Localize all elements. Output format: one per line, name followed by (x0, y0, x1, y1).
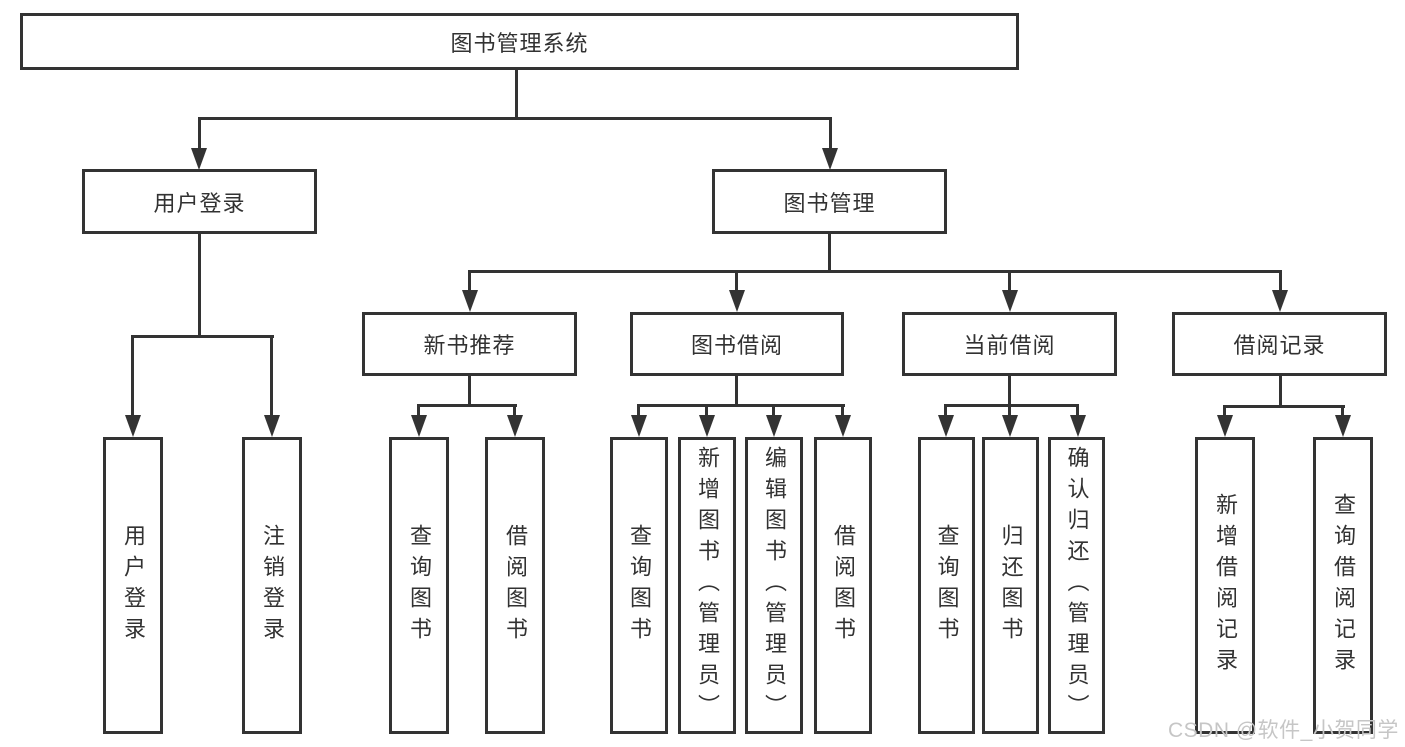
connector-line (198, 117, 201, 151)
arrow-down-icon (822, 148, 838, 170)
leaf-logout: 注销登录 (242, 437, 302, 734)
arrow-down-icon (766, 415, 782, 437)
node-new-book-recommendation: 新书推荐 (362, 312, 577, 376)
connector-line (513, 404, 516, 418)
node-borrowing-records: 借阅记录 (1172, 312, 1387, 376)
arrow-down-icon (264, 415, 280, 437)
node-label: 确认归还（管理员） (1064, 446, 1090, 725)
arrow-down-icon (125, 415, 141, 437)
connector-line (1223, 405, 1226, 418)
arrow-down-icon (835, 415, 851, 437)
arrow-down-icon (631, 415, 647, 437)
leaf-return-books: 归还图书 (982, 437, 1039, 734)
arrow-down-icon (1070, 415, 1086, 437)
connector-line (1076, 404, 1079, 418)
node-label: 借阅图书 (831, 523, 856, 648)
connector-line (637, 404, 640, 418)
connector-line (1279, 374, 1282, 408)
connector-line (468, 270, 1282, 273)
leaf-confirm-return-admin: 确认归还（管理员） (1048, 437, 1105, 734)
node-label: 图书借阅 (690, 333, 783, 358)
leaf-query-books-borrowing: 查询图书 (610, 437, 668, 734)
connector-line (841, 404, 844, 418)
watermark-text: CSDN @软件_小贺同学 (1168, 719, 1399, 742)
connector-line (468, 374, 471, 407)
arrow-down-icon (411, 415, 427, 437)
arrow-down-icon (507, 415, 523, 437)
node-label: 借阅图书 (503, 523, 528, 648)
node-label: 图书管理系统 (450, 30, 589, 56)
node-label: 注销登录 (260, 523, 285, 648)
node-book-borrowing: 图书借阅 (630, 312, 844, 376)
leaf-borrow-books-borrowing: 借阅图书 (814, 437, 872, 734)
connector-line (198, 232, 201, 338)
arrow-down-icon (1002, 290, 1018, 312)
node-label: 用户登录 (153, 190, 246, 216)
arrow-down-icon (1335, 415, 1351, 437)
connector-line (417, 404, 517, 407)
connector-line (1008, 270, 1011, 293)
arrow-down-icon (191, 148, 207, 170)
connector-line (468, 270, 471, 293)
arrow-down-icon (1002, 415, 1018, 437)
node-book-management: 图书管理 (712, 169, 947, 234)
node-label: 新增借阅记录 (1213, 492, 1238, 679)
node-label: 借阅记录 (1233, 333, 1326, 358)
connector-line (1279, 270, 1282, 293)
arrow-down-icon (462, 290, 478, 312)
node-label: 当前借阅 (963, 333, 1056, 358)
connector-line (735, 270, 738, 293)
connector-line (944, 404, 1079, 407)
node-label: 新增图书（管理员） (695, 446, 720, 725)
leaf-add-books-admin: 新增图书（管理员） (678, 437, 736, 734)
connector-line (1341, 405, 1344, 418)
connector-line (198, 117, 832, 120)
connector-line (637, 404, 845, 407)
node-label: 查询图书 (934, 523, 960, 648)
node-label: 查询图书 (627, 523, 652, 648)
connector-line (1223, 405, 1345, 408)
node-label: 查询借阅记录 (1331, 492, 1356, 679)
connector-line (131, 335, 134, 418)
connector-line (1008, 374, 1011, 407)
leaf-add-borrow-record: 新增借阅记录 (1195, 437, 1255, 734)
connector-line (772, 404, 775, 418)
connector-line (829, 117, 832, 151)
connector-line (828, 232, 831, 273)
arrow-down-icon (699, 415, 715, 437)
connector-line (735, 374, 738, 407)
connector-line (705, 404, 708, 418)
connector-line (131, 335, 274, 338)
arrow-down-icon (729, 290, 745, 312)
node-user-login: 用户登录 (82, 169, 317, 234)
node-label: 图书管理 (783, 190, 876, 216)
node-label: 用户登录 (121, 523, 146, 648)
connector-line (1008, 404, 1011, 418)
node-current-borrowing: 当前借阅 (902, 312, 1117, 376)
arrow-down-icon (938, 415, 954, 437)
node-label: 新书推荐 (423, 333, 516, 358)
arrow-down-icon (1272, 290, 1288, 312)
leaf-query-borrow-record: 查询借阅记录 (1313, 437, 1373, 734)
connector-line (417, 404, 420, 418)
node-book-management-system: 图书管理系统 (20, 13, 1019, 70)
leaf-user-login: 用户登录 (103, 437, 163, 734)
leaf-query-books-current: 查询图书 (918, 437, 975, 734)
node-label: 查询图书 (407, 523, 432, 648)
connector-line (270, 335, 273, 418)
leaf-edit-books-admin: 编辑图书（管理员） (745, 437, 803, 734)
leaf-borrow-books-recommend: 借阅图书 (485, 437, 545, 734)
node-label: 归还图书 (998, 523, 1024, 648)
connector-line (515, 68, 518, 120)
leaf-query-books-recommend: 查询图书 (389, 437, 449, 734)
connector-line (944, 404, 947, 418)
arrow-down-icon (1217, 415, 1233, 437)
node-label: 编辑图书（管理员） (762, 446, 787, 725)
